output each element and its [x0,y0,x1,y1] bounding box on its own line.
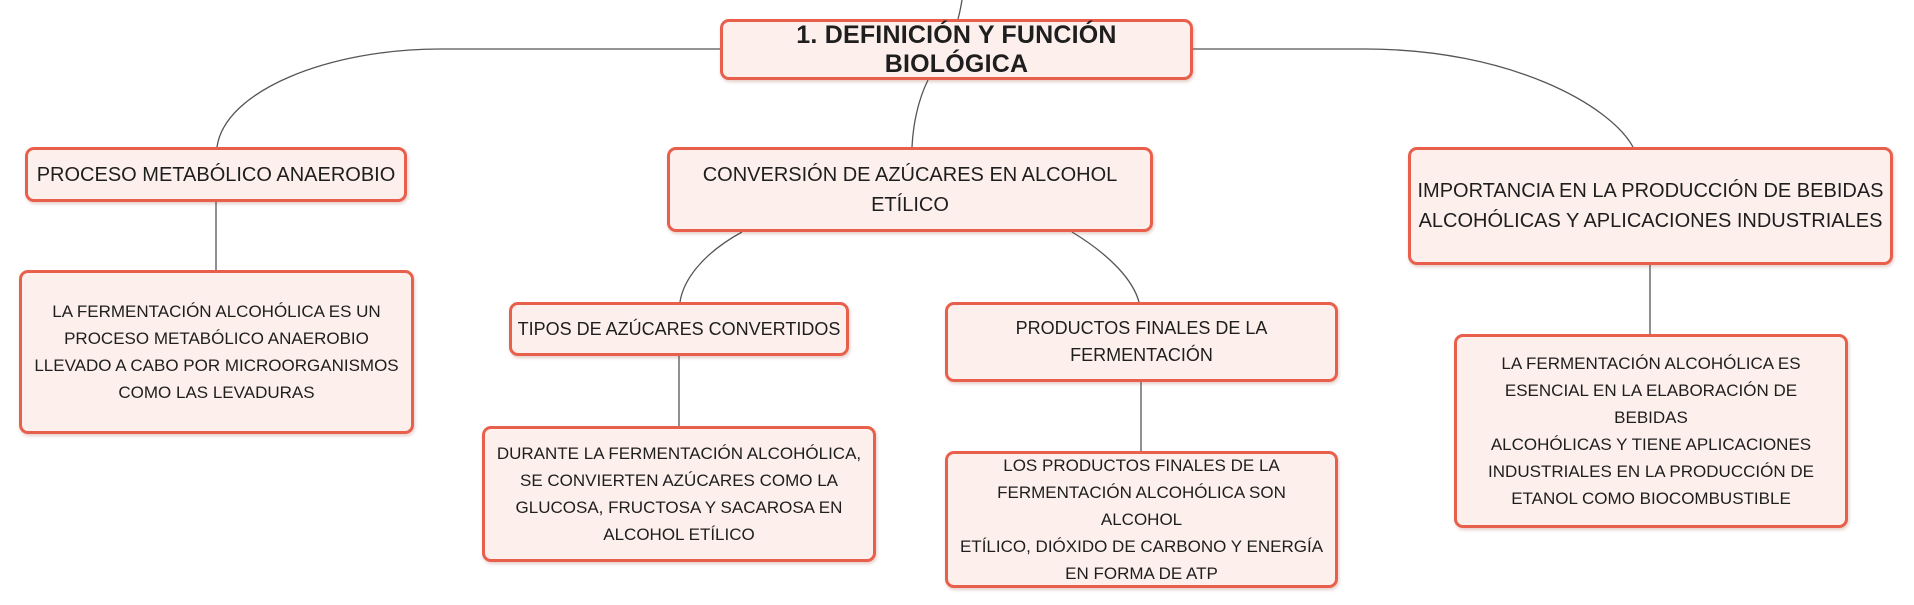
detail-node-final-products-text: LOS PRODUCTOS FINALES DE LA FERMENTACIÓN… [959,456,1324,583]
connector-parent-to-root [957,0,963,20]
branch-node-anaerobic-label: PROCESO METABÓLICO ANAEROBIO [36,163,396,186]
detail-node-sugar-types[interactable]: DURANTE LA FERMENTACIÓN ALCOHÓLICA, SE C… [482,426,876,562]
connector-conversion-to-products [1071,231,1140,303]
detail-node-anaerobic[interactable]: LA FERMENTACIÓN ALCOHÓLICA ES UN PROCESO… [19,270,414,434]
connector-root-to-conversion [911,79,929,148]
connector-root-to-importance [1192,48,1634,148]
detail-node-sugar-types-text: DURANTE LA FERMENTACIÓN ALCOHÓLICA, SE C… [496,444,862,544]
connector-conversion-to-sugars [679,231,743,303]
subbranch-node-sugar-types[interactable]: TIPOS DE AZÚCARES CONVERTIDOS [509,302,849,356]
root-node[interactable]: 1. DEFINICIÓN Y FUNCIÓN BIOLÓGICA [720,19,1193,80]
branch-node-importance[interactable]: IMPORTANCIA EN LA PRODUCCIÓN DE BEBIDAS … [1408,147,1893,265]
detail-node-anaerobic-text: LA FERMENTACIÓN ALCOHÓLICA ES UN PROCESO… [34,302,399,402]
branch-node-anaerobic[interactable]: PROCESO METABÓLICO ANAEROBIO [25,147,407,202]
branch-node-conversion-label: CONVERSIÓN DE AZÚCARES EN ALCOHOL ETÍLIC… [702,163,1118,216]
branch-node-conversion[interactable]: CONVERSIÓN DE AZÚCARES EN ALCOHOL ETÍLIC… [667,147,1153,232]
root-node-label: 1. DEFINICIÓN Y FUNCIÓN BIOLÓGICA [796,20,1117,78]
subbranch-node-final-products-label: PRODUCTOS FINALES DE LA FERMENTACIÓN [1015,318,1268,365]
detail-node-importance-text: LA FERMENTACIÓN ALCOHÓLICA ES ESENCIAL E… [1488,354,1814,508]
subbranch-node-sugar-types-label: TIPOS DE AZÚCARES CONVERTIDOS [517,318,841,339]
connector-root-to-anaerobic [216,48,720,148]
subbranch-node-final-products[interactable]: PRODUCTOS FINALES DE LA FERMENTACIÓN [945,302,1338,382]
detail-node-importance[interactable]: LA FERMENTACIÓN ALCOHÓLICA ES ESENCIAL E… [1454,334,1848,528]
branch-node-importance-label: IMPORTANCIA EN LA PRODUCCIÓN DE BEBIDAS … [1417,180,1884,232]
detail-node-final-products[interactable]: LOS PRODUCTOS FINALES DE LA FERMENTACIÓN… [945,451,1338,588]
